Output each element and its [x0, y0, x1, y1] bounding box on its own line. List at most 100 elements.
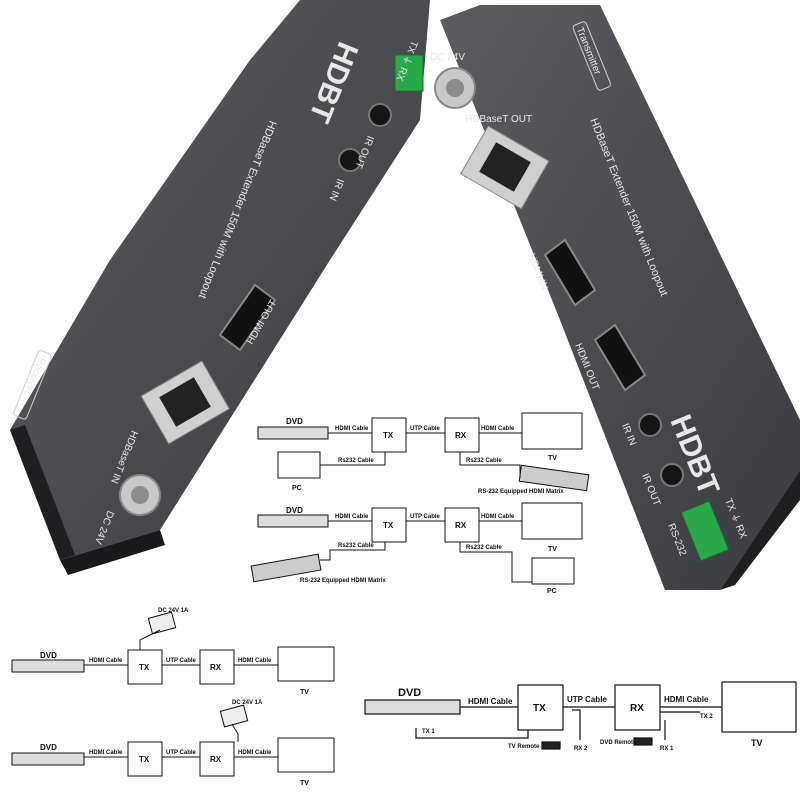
- d5-utp-label: UTP Cable: [567, 695, 607, 704]
- d2-rs-cable-2-label: Rs232 Cable: [466, 545, 502, 551]
- d4-rx-box: [199, 741, 235, 777]
- transmitter-rj45-socket: [479, 142, 531, 192]
- diagram-4: [11, 704, 335, 777]
- d5-dvd-label: DVD: [398, 687, 421, 699]
- d4-rx-label: RX: [210, 755, 222, 764]
- receiver-ir-out-jack: [368, 103, 392, 127]
- diagram-1: [257, 412, 590, 492]
- receiver-edge: [10, 425, 75, 560]
- d4-power-adapter: [219, 704, 249, 728]
- d1-matrix-label: RS-232 Equipped HDMI Matrix: [478, 489, 564, 495]
- transmitter-ir-out-jack: [660, 463, 684, 487]
- receiver-terminal-block: [394, 54, 424, 92]
- d5-dvd-player: [364, 699, 461, 715]
- d3-dvd-player: [11, 659, 85, 673]
- d2-pc-label: PC: [547, 588, 557, 595]
- d1-tx-box: [371, 417, 407, 453]
- d1-hdmi-cable-2-label: HDMI Cable: [481, 426, 515, 432]
- d1-pc-laptop: [277, 451, 321, 479]
- d3-rx-box: [199, 649, 235, 685]
- d2-dvd-player: [257, 514, 329, 528]
- diagram-1-labels: DVD HDMI Cable TX UTP Cable RX HDMI Cabl…: [286, 417, 564, 495]
- d5-dvd-remote-icon: [633, 737, 653, 746]
- d2-tv-screen: [521, 502, 583, 540]
- diagram-3: [11, 611, 335, 685]
- d5-tx-label: TX: [533, 703, 546, 714]
- receiver-dc-center: [131, 486, 149, 504]
- d3-tv-label: TV: [300, 689, 309, 696]
- d5-hdmi-cable-1-label: HDMI Cable: [468, 697, 513, 706]
- d5-tv-label: TV: [751, 738, 763, 748]
- receiver-device: HDBT HDBaseT Extender 150M with Loopout …: [10, 0, 430, 575]
- d4-power-line: [231, 723, 239, 742]
- d3-power-label: DC 24V 1A: [158, 608, 189, 614]
- d2-hdmi-cable-1-label: HDMI Cable: [335, 514, 369, 520]
- transmitter-hdbaset-out-label: HDBaseT OUT: [465, 114, 532, 125]
- d3-tx-label: TX: [139, 663, 150, 672]
- d2-dvd-label: DVD: [286, 506, 303, 515]
- d1-tv-screen: [521, 412, 583, 450]
- d5-dvd-remote-label: DVD Remote: [600, 740, 637, 746]
- d5-rx2-label: RX 2: [574, 746, 588, 752]
- d1-hdmi-cable-1-label: HDMI Cable: [335, 426, 369, 432]
- d3-rx-label: RX: [210, 663, 222, 672]
- d4-hdmi-cable-1-label: HDMI Cable: [89, 750, 123, 756]
- receiver-hdmi-out-port: [218, 283, 277, 352]
- receiver-body: [10, 0, 430, 560]
- d1-tx-label: TX: [383, 431, 394, 440]
- d4-hdmi-cable-2-label: HDMI Cable: [238, 750, 272, 756]
- d5-tx-box: [517, 684, 564, 731]
- d2-rx-label: RX: [455, 521, 467, 530]
- d1-rs-line-2: [459, 452, 521, 478]
- d5-tx1-label: TX 1: [422, 729, 435, 735]
- d4-tv-screen: [277, 737, 335, 773]
- d3-dvd-label: DVD: [40, 651, 57, 660]
- d5-hdmi-cable-2-label: HDMI Cable: [664, 695, 709, 704]
- d1-rx-box: [444, 417, 480, 453]
- d1-rs-cable-1-label: Rs232 Cable: [338, 458, 374, 464]
- d4-dvd-label: DVD: [40, 743, 57, 752]
- d3-tx-box: [127, 649, 163, 685]
- diagram-2-labels: DVD HDMI Cable TX UTP Cable RX HDMI Cabl…: [286, 506, 557, 595]
- d2-matrix: [250, 553, 322, 583]
- d4-dvd-player: [11, 752, 85, 766]
- transmitter-terminal-block: [680, 500, 730, 562]
- d5-rx2-line: [572, 709, 581, 740]
- d3-hdmi-cable-2-label: HDMI Cable: [238, 658, 272, 664]
- d5-tv-screen: [721, 681, 797, 733]
- receiver-badge-frame: [13, 350, 52, 420]
- d2-tx-box: [371, 507, 407, 543]
- d2-tx-label: TX: [383, 521, 394, 530]
- d5-rx-label: RX: [630, 703, 644, 714]
- d5-rx1-label: RX 1: [660, 746, 674, 752]
- d3-power-adapter: [147, 611, 177, 635]
- diagram-2: [250, 502, 583, 585]
- transmitter-device: HDBT HDBaseT Extender 150M with Loopout …: [430, 5, 800, 590]
- d1-rs-cable-2-label: Rs232 Cable: [466, 458, 502, 464]
- d4-utp-label: UTP Cable: [166, 750, 197, 756]
- d2-tv-label: TV: [548, 546, 557, 553]
- d2-pc-laptop: [531, 557, 575, 585]
- d5-tx1-line: [415, 728, 529, 739]
- d2-matrix-label: RS-232 Equipped HDMI Matrix: [300, 578, 386, 584]
- transmitter-body: [440, 5, 800, 590]
- diagram-5: [364, 681, 797, 750]
- d3-hdmi-cable-1-label: HDMI Cable: [89, 658, 123, 664]
- d4-power-label: DC 24V 1A: [232, 700, 263, 706]
- receiver-bottom-edge: [60, 530, 165, 575]
- d1-matrix: [518, 464, 590, 492]
- d1-dvd-label: DVD: [286, 417, 303, 426]
- d1-rx-label: RX: [455, 431, 467, 440]
- transmitter-dc-label: DC 24V: [430, 52, 465, 63]
- d3-power-line: [139, 629, 161, 650]
- d2-utp-label: UTP Cable: [410, 514, 441, 520]
- transmitter-dc-center: [446, 79, 464, 97]
- d2-hdmi-cable-2-label: HDMI Cable: [481, 514, 515, 520]
- d2-rs-line-2: [459, 542, 532, 583]
- d3-utp-label: UTP Cable: [166, 658, 197, 664]
- d3-tv-screen: [277, 646, 335, 682]
- d1-tv-label: TV: [548, 455, 557, 462]
- d2-rs-line-1: [320, 542, 386, 561]
